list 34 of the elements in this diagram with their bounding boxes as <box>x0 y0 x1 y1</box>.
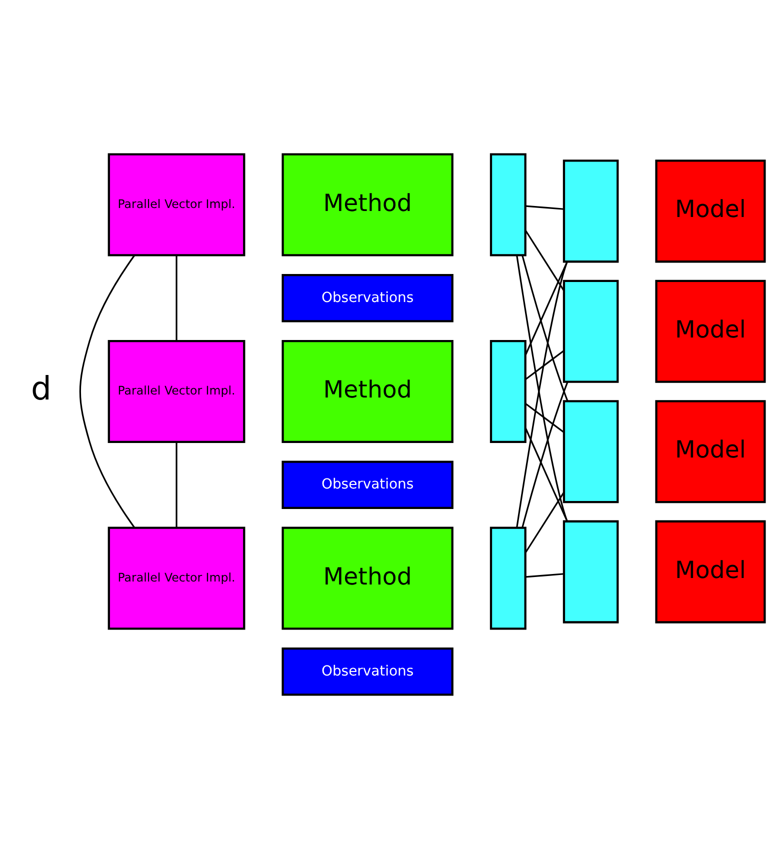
node-box <box>562 159 619 262</box>
node-box: Model <box>655 279 766 382</box>
node-box: Parallel Vector Impl. <box>108 152 246 256</box>
connector <box>524 491 565 553</box>
connector <box>524 229 565 291</box>
node-box: Method <box>282 339 454 443</box>
connector <box>525 204 564 210</box>
connector <box>522 254 568 401</box>
connector <box>176 254 178 340</box>
node-box: Observations <box>282 460 454 509</box>
node-box: Model <box>655 400 766 503</box>
node-box: Parallel Vector Impl. <box>108 526 246 630</box>
node-box: Parallel Vector Impl. <box>108 339 246 443</box>
connector <box>79 254 136 528</box>
connector <box>524 427 568 521</box>
node-box: Model <box>655 159 766 262</box>
connector <box>524 261 568 355</box>
node-box <box>562 520 619 623</box>
node-box <box>490 339 526 443</box>
node-box: Method <box>282 526 454 630</box>
node-box <box>490 152 526 256</box>
label: d <box>31 369 52 408</box>
connector <box>525 402 564 432</box>
node-box: Observations <box>282 646 454 696</box>
node-box <box>490 526 526 630</box>
connector <box>525 572 564 578</box>
node-box <box>562 279 619 382</box>
connector <box>176 441 178 528</box>
node-box: Model <box>655 520 766 623</box>
connector <box>522 381 568 528</box>
node-box <box>562 400 619 503</box>
node-box: Observations <box>282 273 454 322</box>
node-box: Method <box>282 152 454 256</box>
connector <box>525 349 564 380</box>
